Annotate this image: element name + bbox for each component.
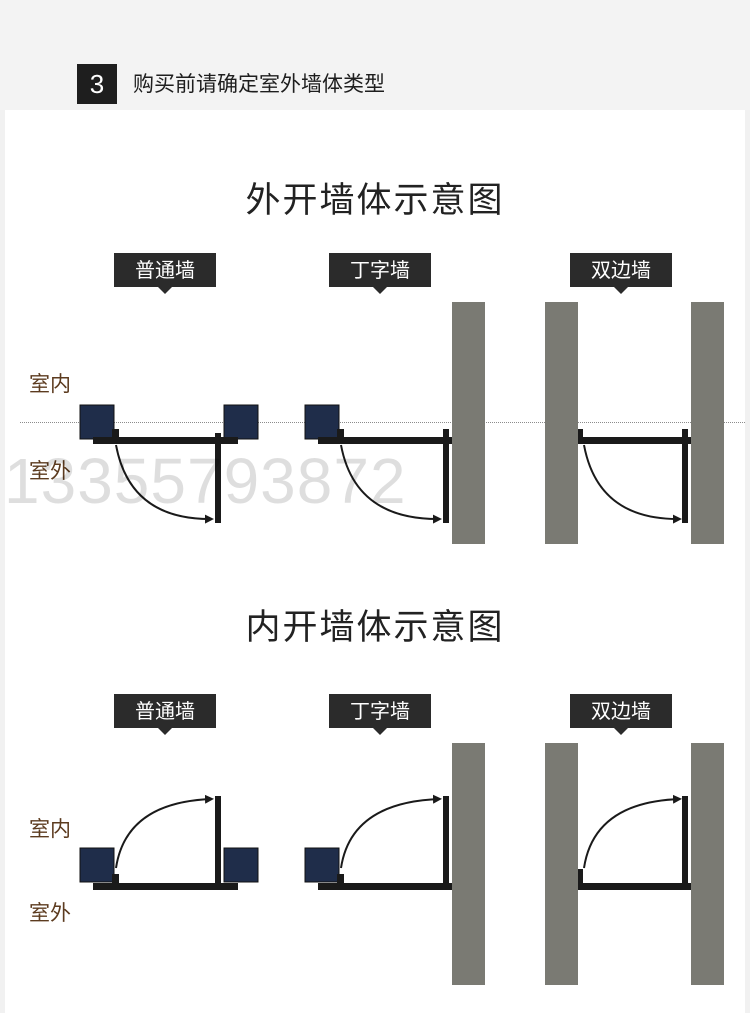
outward-normal-right-post <box>223 404 259 440</box>
header-band <box>0 0 750 110</box>
inward-normal-left-post <box>79 847 115 883</box>
outward-normal-door-leaf <box>215 433 221 523</box>
outward-double-door-leaf <box>682 429 688 523</box>
inward-label-normal-wall: 普通墙 <box>114 694 216 735</box>
inward-label-double-wall: 双边墙 <box>570 694 672 735</box>
inward-section-title: 内开墙体示意图 <box>245 608 505 648</box>
outward-outdoor-text: 室外 <box>29 459 71 483</box>
inward-indoor-text: 室内 <box>29 817 71 841</box>
outward-double-left-wall-block <box>545 302 578 544</box>
inward-t-post <box>304 847 340 883</box>
inward-t-swing-arrow <box>340 794 442 869</box>
outward-t-door-leaf <box>443 429 449 523</box>
inward-t-wall-diagram <box>304 743 485 985</box>
inward-double-door-leaf <box>682 796 688 890</box>
left-margin-band <box>0 110 5 1013</box>
inward-double-wall-diagram <box>545 743 724 985</box>
right-margin-band <box>745 110 750 1013</box>
outward-t-swing-arrow <box>340 444 442 524</box>
phone-watermark: 13355793872 <box>4 445 407 517</box>
inward-normal-right-post <box>223 847 259 883</box>
inward-double-swing-arrow <box>583 794 682 869</box>
outward-normal-frame-bar <box>93 437 238 444</box>
inward-normal-swing-arrow <box>115 794 214 869</box>
outward-normal-swing-arrow <box>115 444 214 524</box>
outward-normal-wall-diagram <box>79 404 259 524</box>
outward-double-right-wall-block <box>691 302 724 544</box>
outward-t-frame-bar <box>318 437 452 444</box>
outward-double-swing-arrow <box>583 444 682 524</box>
indoor-outdoor-divider-line <box>20 422 745 423</box>
outward-label-normal-wall: 普通墙 <box>114 253 216 294</box>
outward-double-frame-bar <box>578 437 691 444</box>
inward-normal-frame-tab <box>112 874 119 884</box>
outward-normal-left-post <box>79 404 115 440</box>
inward-double-left-wall-block <box>545 743 578 985</box>
outward-t-frame-tab <box>337 429 344 439</box>
inward-double-right-wall-block <box>691 743 724 985</box>
inward-t-frame-bar <box>318 883 452 890</box>
inward-double-frame-bar <box>578 883 691 890</box>
outward-indoor-text: 室内 <box>29 372 71 396</box>
outward-double-wall-diagram <box>545 302 724 544</box>
inward-normal-wall-diagram <box>79 794 259 890</box>
outward-section-title: 外开墙体示意图 <box>245 181 505 221</box>
outward-label-t-wall: 丁字墙 <box>329 253 431 294</box>
outward-t-wall-diagram <box>304 302 485 544</box>
inward-outdoor-text: 室外 <box>29 901 71 925</box>
outward-normal-frame-tab <box>112 429 119 439</box>
inward-t-frame-tab <box>337 874 344 884</box>
step-title: 购买前请确定室外墙体类型 <box>133 72 385 96</box>
inward-label-t-wall: 丁字墙 <box>329 694 431 735</box>
outward-label-double-wall: 双边墙 <box>570 253 672 294</box>
outward-t-wall-block <box>452 302 485 544</box>
inward-normal-frame-bar <box>93 883 238 890</box>
inward-t-wall-block <box>452 743 485 985</box>
outward-t-post <box>304 404 340 440</box>
inward-t-door-leaf <box>443 796 449 890</box>
outward-double-left-tab <box>578 429 583 444</box>
inward-normal-door-leaf <box>215 796 221 885</box>
step-number-badge: 3 <box>77 64 117 104</box>
inward-double-left-tab <box>578 869 583 890</box>
